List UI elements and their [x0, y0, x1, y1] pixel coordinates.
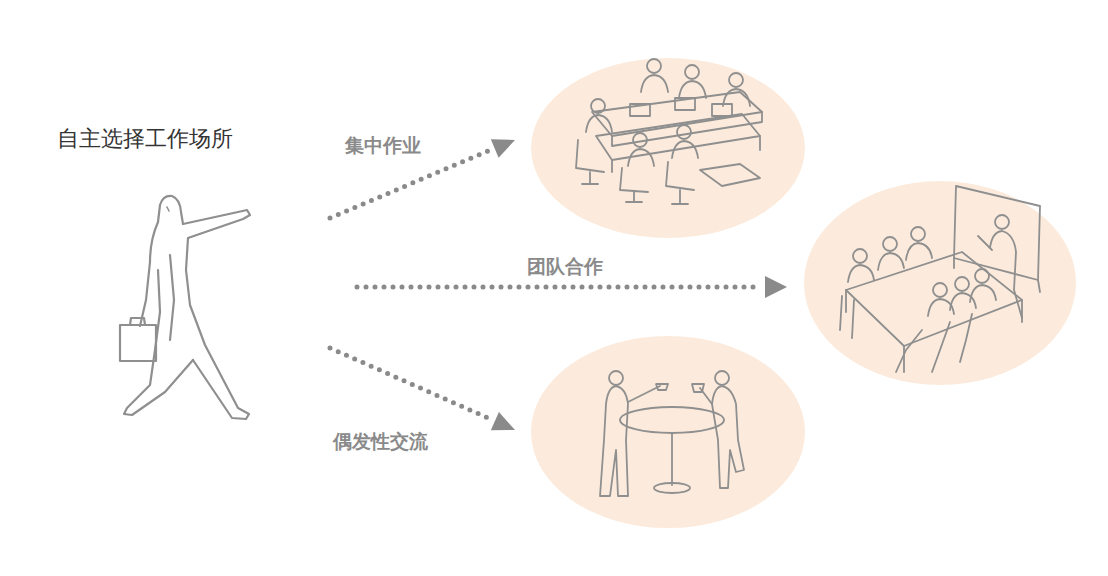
cafe-scene: [600, 371, 744, 496]
person-figure: [120, 196, 250, 419]
dotted-arrow: [330, 348, 488, 418]
arrow-label: 偶发性交流: [330, 430, 431, 453]
dotted-arrow: [357, 285, 760, 290]
area-ellipse: [804, 181, 1076, 385]
area-ellipse: [531, 336, 805, 528]
arrow-label: 集中作业: [342, 134, 424, 157]
desk-scene: [576, 59, 762, 204]
area-ellipse: [531, 58, 805, 238]
arrow-label: 团队合作: [524, 255, 606, 278]
arrow-head: [765, 276, 787, 298]
arrow-head: [491, 139, 515, 157]
figure-caption: 自主选择工作场所: [54, 126, 236, 152]
meeting-scene: [840, 186, 1040, 372]
arrow-head: [491, 412, 515, 430]
dotted-arrow: [330, 151, 488, 218]
